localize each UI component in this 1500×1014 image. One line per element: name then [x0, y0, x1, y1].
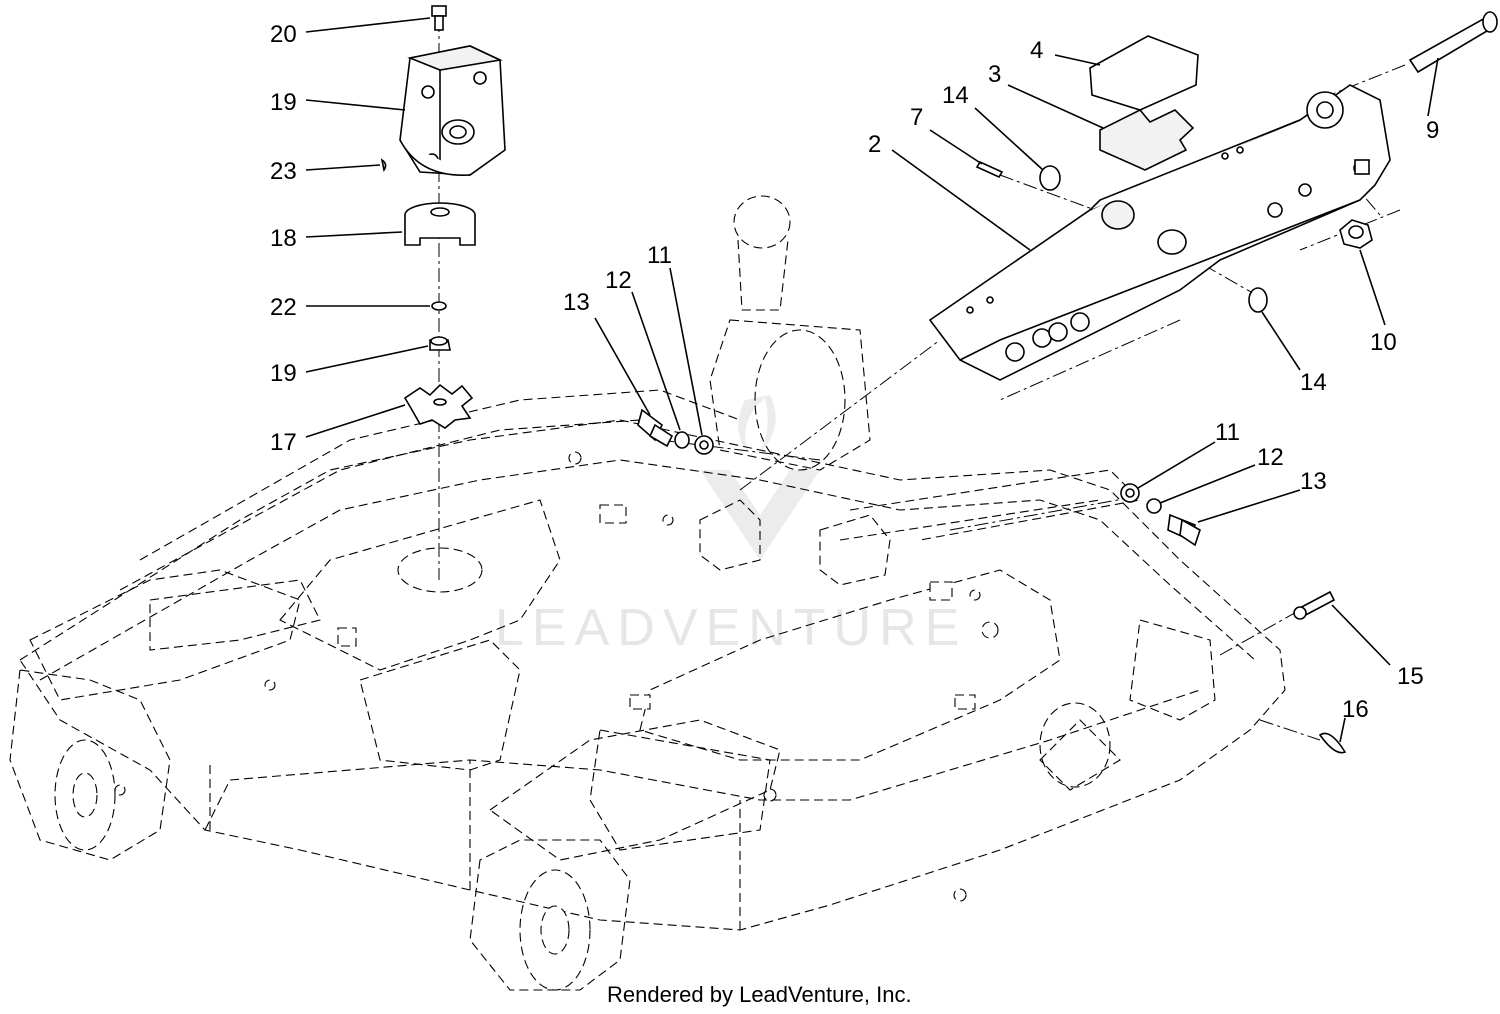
hardware-right-group: [1120, 483, 1201, 547]
lift-arm-assembly: [928, 11, 1498, 381]
assembly-lines: [438, 18, 1406, 741]
callout-2: 2: [868, 131, 881, 158]
bolt-20: [431, 5, 447, 31]
callout-22: 22: [270, 294, 297, 321]
callout-10: 10: [1370, 329, 1397, 356]
washer-22: [431, 301, 447, 311]
footer-rendered-by: Rendered by LeadVenture, Inc.: [607, 982, 912, 1007]
callout-19-nut: 19: [270, 360, 297, 387]
callout-19-gearbox: 19: [270, 89, 297, 116]
callout-17: 17: [270, 429, 297, 456]
callout-14-top: 14: [942, 82, 969, 109]
callout-3: 3: [988, 61, 1001, 88]
callout-11-right: 11: [1215, 419, 1240, 446]
pad-4: [1089, 35, 1199, 111]
gearbox-stack: [380, 5, 506, 429]
leader-lines: [305, 17, 1439, 743]
pin-23: [380, 158, 387, 173]
snap-ring-14a: [1039, 165, 1061, 191]
arm-2: [928, 84, 1391, 381]
pad-3: [1099, 109, 1195, 171]
pin-15: [1293, 590, 1336, 620]
callout-13-right: 13: [1300, 468, 1327, 495]
cotter-16: [1318, 732, 1347, 754]
callout-20: 20: [270, 21, 297, 48]
callout-9: 9: [1426, 117, 1439, 144]
mower-deck-ghost: [9, 195, 1286, 991]
nut-19: [429, 336, 451, 351]
pin-7: [975, 160, 1004, 179]
callout-16: 16: [1342, 696, 1369, 723]
gearbox-19: [399, 45, 506, 176]
callout-12-left: 12: [605, 267, 632, 294]
callout-labels: 20 19 23 18 22 19 17 13 12 11 4 3 14 7 2…: [270, 21, 1439, 723]
callout-12-right: 12: [1257, 444, 1284, 471]
coupler-18: [404, 202, 476, 246]
callout-7: 7: [910, 104, 923, 131]
callout-14-bottom: 14: [1300, 369, 1327, 396]
callout-4: 4: [1030, 37, 1043, 64]
bolt-9: [1408, 11, 1498, 74]
callout-15: 15: [1397, 663, 1424, 690]
callout-13-left: 13: [563, 289, 590, 316]
spider-coupler-17: [403, 383, 474, 429]
hardware-left-group: [637, 408, 714, 455]
callout-11-left: 11: [647, 242, 672, 269]
watermark-logo: [700, 395, 820, 560]
callout-18: 18: [270, 225, 297, 252]
snap-ring-14b: [1248, 287, 1268, 313]
nut-10: [1339, 219, 1373, 249]
watermark-text: LEADVENTURE: [495, 599, 967, 657]
callout-23: 23: [270, 158, 297, 185]
